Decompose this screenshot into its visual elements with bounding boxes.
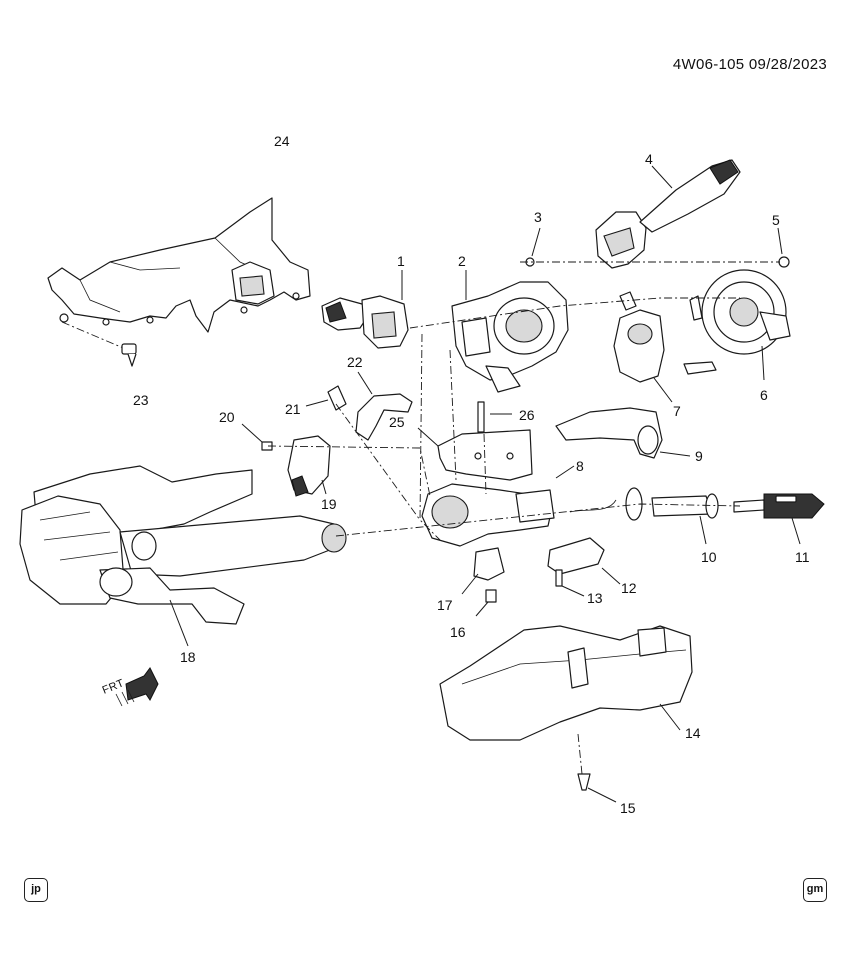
part-4-wiper-switch — [595, 159, 741, 269]
part-17-switch — [461, 547, 505, 595]
callout-17: 17 — [437, 597, 453, 613]
part-18-steering-column — [19, 465, 347, 647]
part-6-coil-assembly — [683, 269, 791, 381]
callout-22: 22 — [347, 354, 363, 370]
callout-15: 15 — [620, 800, 636, 816]
callout-2: 2 — [458, 253, 466, 269]
part-26-pin — [477, 401, 512, 433]
part-16-screw — [475, 589, 497, 617]
callout-8: 8 — [576, 458, 584, 474]
part-21-bolt — [305, 385, 347, 411]
part-22-bracket — [355, 371, 413, 441]
callout-3: 3 — [534, 209, 542, 225]
callout-7: 7 — [673, 403, 681, 419]
callout-1: 1 — [397, 253, 405, 269]
part-13-screw — [555, 569, 585, 597]
callout-26: 26 — [519, 407, 535, 423]
part-3-screw — [525, 227, 541, 267]
jp-badge: jp — [24, 878, 48, 902]
callout-25: 25 — [389, 414, 405, 430]
callout-13: 13 — [587, 590, 603, 606]
part-24-upper-shroud — [47, 197, 311, 333]
callout-18: 18 — [180, 649, 196, 665]
part-7-retainer — [613, 291, 673, 403]
part-14-lower-shroud — [439, 625, 693, 741]
part-15-screw — [577, 733, 617, 803]
assembly-centerlines — [267, 261, 780, 541]
part-2-switch-housing — [451, 270, 569, 393]
part-5-screw — [777, 227, 790, 268]
gm-logo-badge: gm — [803, 878, 827, 902]
callout-12: 12 — [621, 580, 637, 596]
callout-24: 24 — [274, 133, 290, 149]
callout-6: 6 — [760, 387, 768, 403]
diagram-code: 4W06-105 09/28/2023 — [672, 56, 827, 73]
part-19-module — [287, 435, 331, 497]
part-1-turn-signal-switch — [321, 270, 409, 349]
callout-16: 16 — [450, 624, 466, 640]
part-8-ignition-module — [421, 465, 575, 547]
front-direction-arrow — [115, 667, 159, 707]
part-9-trim-cover — [555, 407, 691, 459]
callout-20: 20 — [219, 409, 235, 425]
part-23-screw — [61, 321, 137, 367]
callout-10: 10 — [701, 549, 717, 565]
callout-11: 11 — [795, 549, 810, 565]
callout-23: 23 — [133, 392, 149, 408]
part-10-lock-cylinder — [625, 487, 719, 545]
part-12-module — [547, 499, 621, 585]
callout-5: 5 — [772, 212, 780, 228]
part-11-key — [733, 493, 825, 545]
part-20-screw — [241, 423, 273, 451]
callout-19: 19 — [321, 496, 337, 512]
callout-14: 14 — [685, 725, 701, 741]
callout-4: 4 — [645, 151, 653, 167]
callout-21: 21 — [285, 401, 301, 417]
callout-9: 9 — [695, 448, 703, 464]
part-25-lock-bracket — [417, 427, 533, 481]
